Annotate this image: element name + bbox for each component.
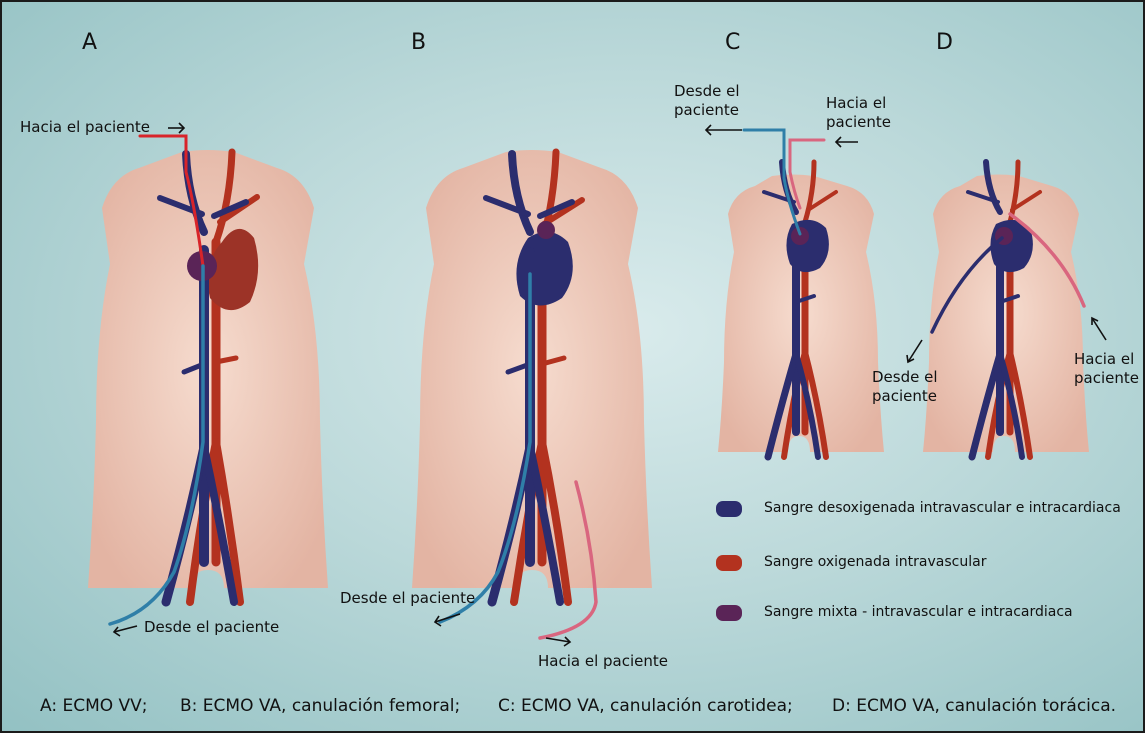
legend-swatches (716, 501, 742, 621)
caption-b: B: ECMO VA, canulación femoral; (180, 696, 460, 716)
legend-mixed-text: Sangre mixta - intravascular e intracard… (764, 604, 1073, 620)
label-d-to-patient: Hacia el paciente (1074, 350, 1142, 388)
arrow-d-right (1092, 318, 1106, 340)
arrow-b-right (546, 637, 570, 646)
arrow-d-left (907, 340, 922, 362)
label-c-to-patient: Hacia el paciente (826, 94, 906, 132)
legend-swatch-oxygenated (716, 555, 742, 571)
legend-deoxygenated-text: Sangre desoxigenada intravascular e intr… (764, 500, 1121, 516)
arrow-c-left (706, 125, 742, 135)
caption-d: D: ECMO VA, canulación torácica. (832, 696, 1116, 716)
caption-c: C: ECMO VA, canulación carotidea; (498, 696, 793, 716)
torso-c (718, 175, 884, 453)
panel-label-c: C (725, 30, 740, 55)
label-c-from-patient: Desde el paciente (674, 82, 754, 120)
torso-d (923, 175, 1089, 453)
legend-swatch-deoxygenated (716, 501, 742, 517)
label-b-to-patient: Hacia el paciente (538, 652, 668, 671)
arrow-c-right (836, 137, 858, 147)
label-d-from-patient: Desde el paciente (872, 368, 948, 406)
label-a-to-patient: Hacia el paciente (20, 118, 150, 137)
arrow-a-top (168, 123, 184, 133)
arrow-a-bottom (114, 626, 137, 636)
caption-a: A: ECMO VV; (40, 696, 148, 716)
panel-label-b: B (411, 30, 426, 55)
panel-label-d: D (936, 30, 953, 55)
label-b-from-patient: Desde el paciente (340, 589, 475, 608)
legend-oxygenated-text: Sangre oxigenada intravascular (764, 554, 986, 570)
legend-swatch-mixed (716, 605, 742, 621)
panel-label-a: A (82, 30, 97, 55)
label-a-from-patient: Desde el paciente (144, 618, 279, 637)
